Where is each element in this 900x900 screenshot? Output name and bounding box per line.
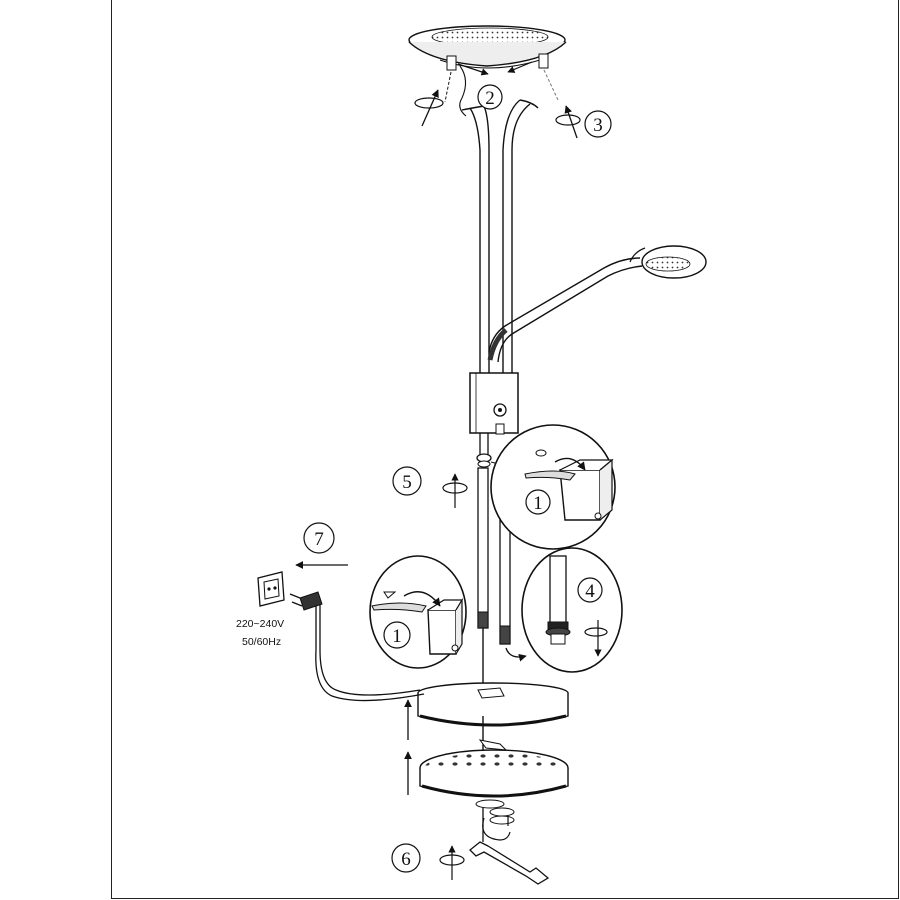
wrench [469,841,550,885]
switch-box [469,372,519,460]
rotate-arrow-5 [442,473,468,508]
step-1-lower-label: 1 [392,626,402,647]
bottom-bolt [475,799,515,842]
page-frame [111,0,899,899]
rotate-arrow-right [555,105,581,139]
step-1-upper-label: 1 [533,493,543,514]
step-2-label: 2 [485,88,495,109]
step-badge-4: 4 [577,577,603,603]
step-badge-1-lower: 1 [383,621,411,649]
step-badge-3: 3 [584,110,612,138]
step-badge-7: 7 [303,522,335,554]
step-4-label: 4 [585,581,595,602]
rotate-arrow-6 [439,845,465,880]
detail-circle-4 [521,547,623,673]
wall-socket-icon [257,571,285,607]
power-cord [289,591,425,702]
step-5-label: 5 [402,472,412,493]
step-badge-1-upper: 1 [525,489,551,515]
step-6-label: 6 [401,849,411,870]
uplighter-bowl [408,25,567,69]
step-7-label: 7 [314,529,324,550]
rotate-arrow-left [414,89,444,127]
step-badge-2: 2 [477,84,503,110]
step-3-label: 3 [593,115,603,136]
reading-arm [487,245,707,363]
pole-segment-upper [477,467,489,629]
base-weight-disk [419,749,569,798]
voltage-label: 220~240V [236,618,284,630]
step-badge-5: 5 [392,466,422,496]
detail-circle-1-upper [490,424,616,550]
bowl-screws [444,53,559,117]
frequency-label: 50/60Hz [242,636,281,648]
detail-circle-1-lower [369,555,467,669]
step-badge-6: 6 [391,843,421,873]
base-plate-top [417,628,569,760]
stem-neck [461,99,539,375]
